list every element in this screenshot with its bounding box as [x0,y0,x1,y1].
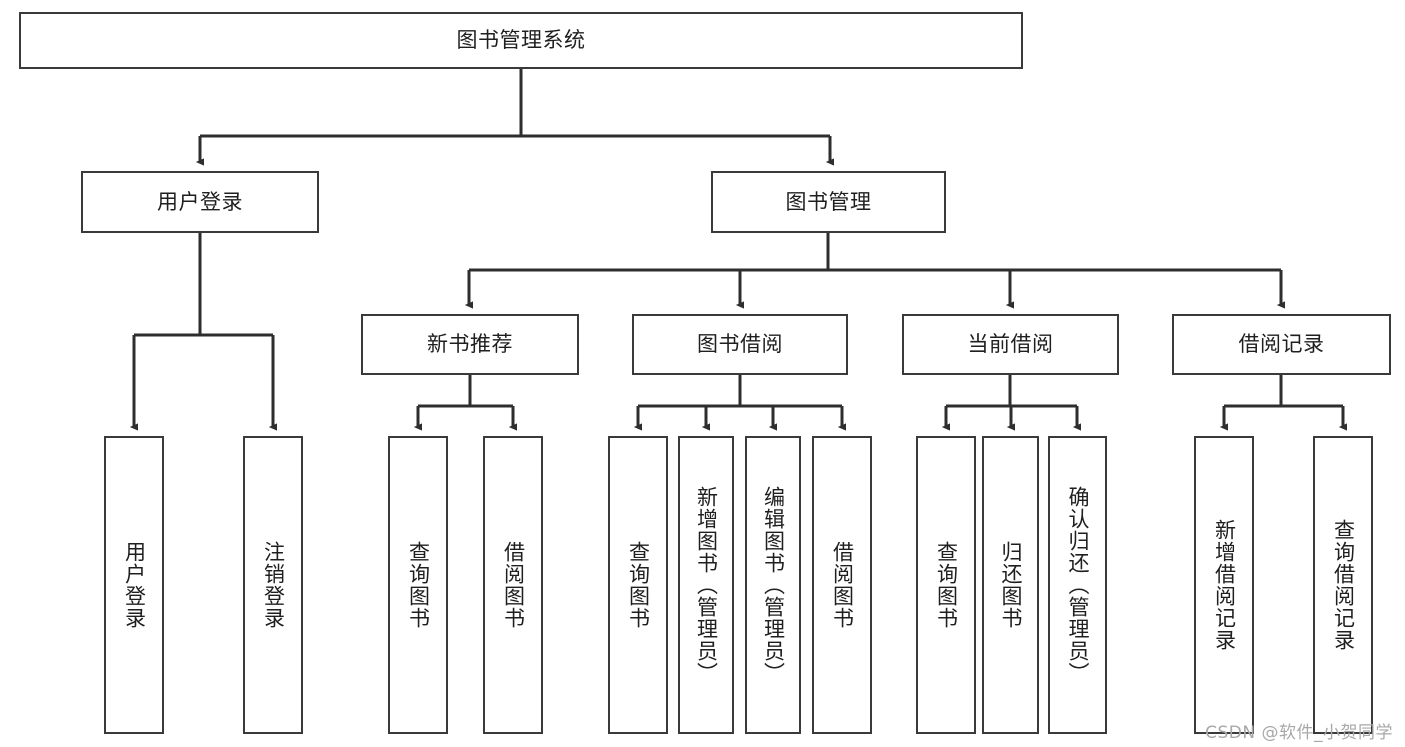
leaf-label-borrow-book-2: 借阅图书 [830,541,855,629]
leaf-user-login[interactable]: 用户登录 [104,436,164,734]
leaf-query-book-3[interactable]: 查询图书 [916,436,976,734]
leaf-query-borrow-record[interactable]: 查询借阅记录 [1313,436,1373,734]
leaf-return-book[interactable]: 归还图书 [982,436,1039,734]
leaf-label-add-borrow-record: 新增借阅记录 [1212,519,1237,651]
leaf-label-logout: 注销登录 [261,541,286,629]
leaf-label-edit-book-admin: 编辑图书（管理员） [761,486,786,684]
node-label-book-management: 图书管理 [785,189,872,214]
leaf-logout[interactable]: 注销登录 [243,436,303,734]
node-borrow-record[interactable]: 借阅记录 [1172,314,1391,375]
leaf-label-borrow-book-1: 借阅图书 [501,541,526,629]
leaf-borrow-book-1[interactable]: 借阅图书 [483,436,543,734]
leaf-label-query-book-1: 查询图书 [406,541,431,629]
leaf-label-return-book: 归还图书 [998,541,1023,629]
node-label-borrow-record: 借阅记录 [1238,332,1325,357]
node-book-borrow[interactable]: 图书借阅 [632,314,848,375]
leaf-label-user-login: 用户登录 [122,541,147,629]
leaf-label-add-book-admin: 新增图书（管理员） [694,486,719,684]
node-new-book-recommend[interactable]: 新书推荐 [361,314,579,375]
leaf-label-confirm-return-admin: 确认归还（管理员） [1065,486,1090,684]
leaf-label-query-borrow-record: 查询借阅记录 [1331,519,1356,651]
leaf-label-query-book-3: 查询图书 [934,541,959,629]
leaf-edit-book-admin[interactable]: 编辑图书（管理员） [745,436,801,734]
node-label-user-login: 用户登录 [157,189,243,214]
leaf-borrow-book-2[interactable]: 借阅图书 [812,436,872,734]
leaf-confirm-return-admin[interactable]: 确认归还（管理员） [1048,436,1107,734]
node-label-root: 图书管理系统 [456,28,586,53]
leaf-add-borrow-record[interactable]: 新增借阅记录 [1194,436,1254,734]
leaf-label-query-book-2: 查询图书 [626,541,651,629]
node-book-management[interactable]: 图书管理 [711,171,946,233]
node-label-book-borrow: 图书借阅 [697,332,783,357]
node-current-borrow[interactable]: 当前借阅 [902,314,1119,375]
node-label-new-book-recommend: 新书推荐 [427,332,513,357]
node-user-login[interactable]: 用户登录 [81,171,319,233]
node-root-system[interactable]: 图书管理系统 [19,12,1023,69]
leaf-query-book-2[interactable]: 查询图书 [608,436,668,734]
leaf-add-book-admin[interactable]: 新增图书（管理员） [678,436,734,734]
node-label-current-borrow: 当前借阅 [967,332,1054,357]
leaf-query-book-1[interactable]: 查询图书 [388,436,448,734]
